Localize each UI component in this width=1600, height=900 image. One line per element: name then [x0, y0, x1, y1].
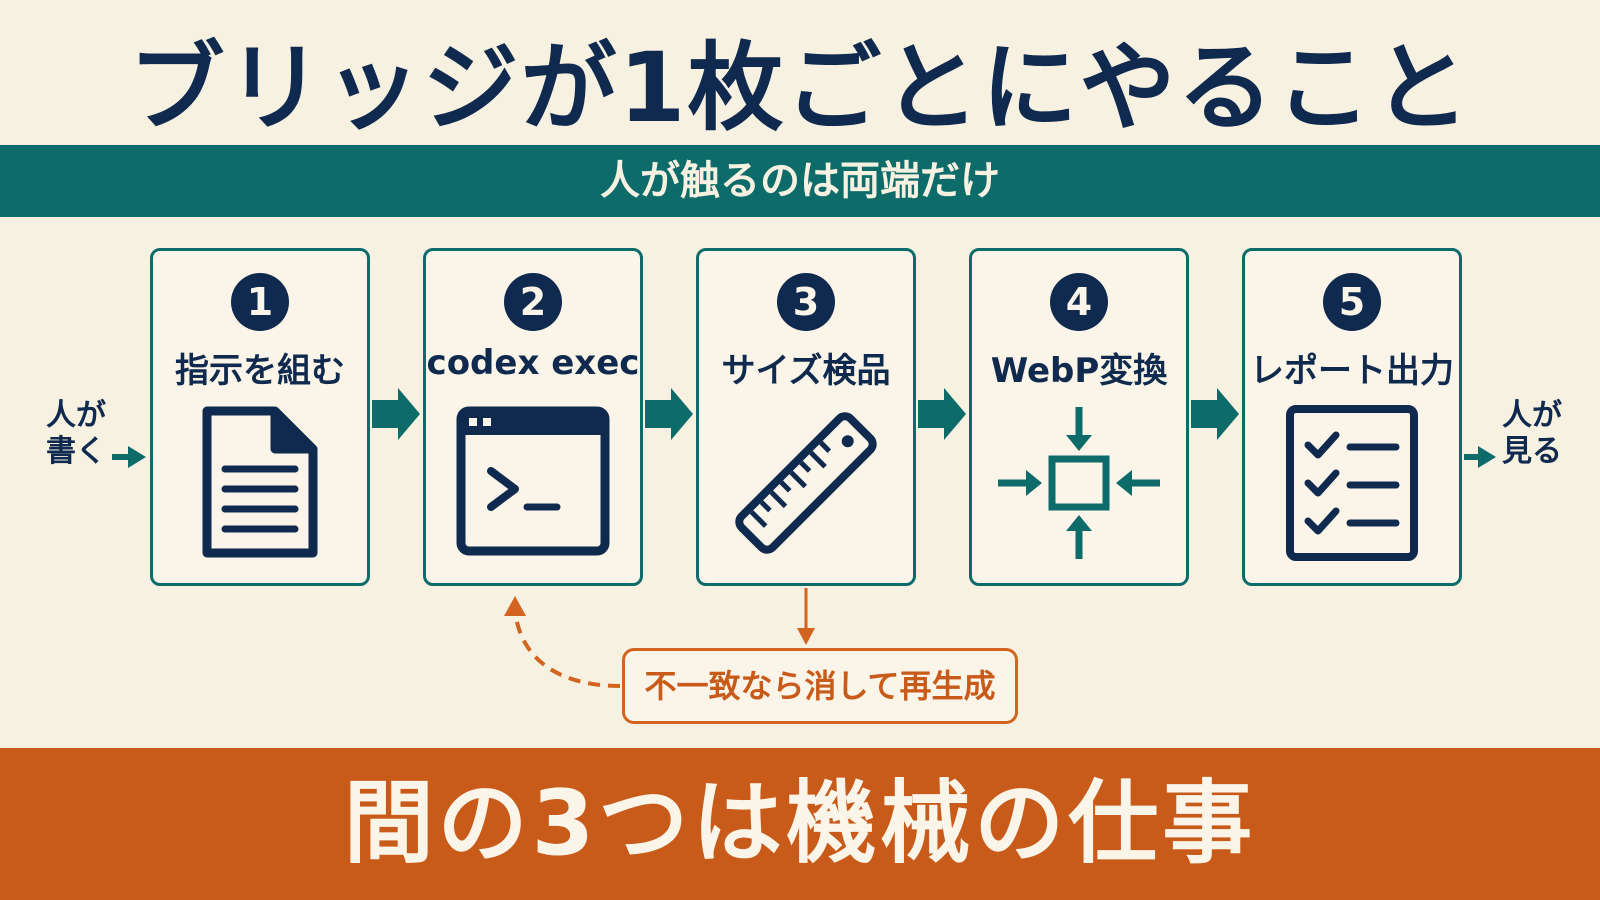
arrow-4-5: [1191, 388, 1239, 440]
bottom-band: 間の3つは機械の仕事: [0, 748, 1600, 900]
page-title: ブリッジが1枚ごとにやること: [128, 32, 1472, 144]
subtitle: 人が触るのは両端だけ: [600, 158, 1000, 204]
output-label: 人が 見る: [1502, 398, 1562, 469]
output-arrow: [1464, 446, 1496, 468]
bottom-message: 間の3つは機械の仕事: [343, 771, 1257, 876]
step-2-label: codex exec: [426, 343, 640, 383]
step-1-label: 指示を組む: [175, 351, 345, 391]
retry-loop-arrow: [504, 596, 621, 688]
step-3-number: 3: [777, 273, 835, 331]
arrow-1-2: [372, 388, 420, 440]
input-label: 人が 書く: [46, 398, 106, 469]
step-2-card: 2 codex exec: [423, 248, 643, 586]
ruler-icon: [699, 403, 913, 573]
step-4-label: WebP変換: [990, 351, 1168, 391]
step-4-card: 4 WebP変換: [969, 248, 1189, 586]
step-5-label: レポート出力: [1250, 351, 1454, 391]
arrow-3-4: [918, 388, 966, 440]
step-2-number: 2: [504, 273, 562, 331]
document-icon: [153, 403, 367, 573]
step-1-number: 1: [231, 273, 289, 331]
checklist-icon: [1245, 403, 1459, 573]
input-arrow: [112, 446, 146, 468]
step-5-number: 5: [1323, 273, 1381, 331]
terminal-icon: [426, 403, 640, 573]
compress-icon: [972, 403, 1186, 573]
step-3-card: 3 サイズ検品: [696, 248, 916, 586]
step-1-card: 1 指示を組む: [150, 248, 370, 586]
retry-note: 不一致なら消して再生成: [622, 648, 1018, 724]
arrow-2-3: [645, 388, 693, 440]
subtitle-band: 人が触るのは両端だけ: [0, 145, 1600, 217]
check-down-arrow: [797, 588, 815, 645]
step-5-card: 5 レポート出力: [1242, 248, 1462, 586]
step-3-label: サイズ検品: [721, 351, 891, 391]
step-4-number: 4: [1050, 273, 1108, 331]
